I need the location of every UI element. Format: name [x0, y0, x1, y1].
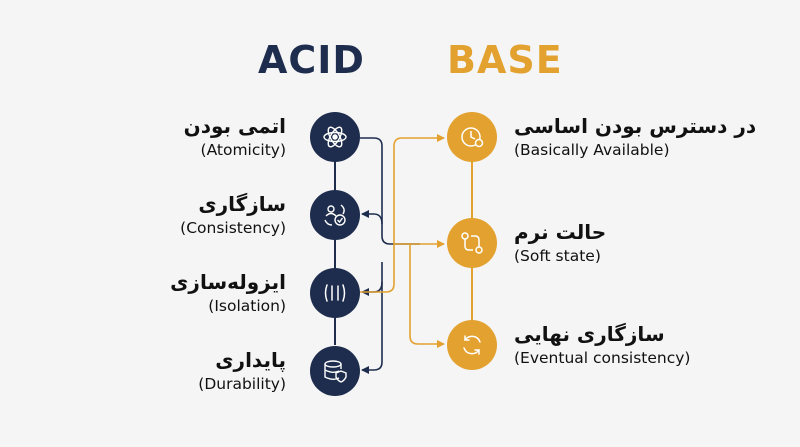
- atomicity-fa: اتمی بودن: [183, 114, 286, 138]
- consistency-en: (Consistency): [180, 219, 286, 237]
- soft-state-en: (Soft state): [514, 247, 601, 265]
- user-sync-check-icon: [324, 204, 346, 226]
- eventual-consistency-en: (Eventual consistency): [514, 349, 691, 367]
- consistency-node: [310, 190, 360, 240]
- clock-icon: [461, 127, 484, 148]
- atomicity-en: (Atomicity): [200, 141, 286, 159]
- durability-fa: پایداری: [215, 348, 286, 372]
- consistency-label: سازگاری (Consistency): [56, 191, 286, 239]
- state-transition-icon: [461, 232, 483, 254]
- acid-title: ACID: [258, 38, 365, 82]
- durability-label: پایداری (Durability): [56, 347, 286, 395]
- isolation-node: [310, 268, 360, 318]
- basically-available-en: (Basically Available): [514, 141, 670, 159]
- atomicity-node: [310, 112, 360, 162]
- isolation-label: ایزوله‌سازی (Isolation): [56, 269, 286, 317]
- isolation-fa: ایزوله‌سازی: [170, 270, 286, 294]
- soft-state-label: حالت نرم (Soft state): [514, 219, 774, 267]
- atom-icon: [323, 126, 347, 148]
- database-shield-icon: [324, 360, 347, 383]
- basically-available-label: در دسترس بودن اساسی (Basically Available…: [514, 113, 774, 161]
- eventual-consistency-label: سازگاری نهایی (Eventual consistency): [514, 321, 784, 369]
- atomicity-label: اتمی بودن (Atomicity): [56, 113, 286, 161]
- refresh-cycle-icon: [463, 335, 481, 355]
- isolated-bars-icon: [324, 284, 346, 302]
- base-title: BASE: [447, 38, 563, 82]
- isolation-en: (Isolation): [208, 297, 286, 315]
- durability-node: [310, 346, 360, 396]
- eventual-consistency-fa: سازگاری نهایی: [514, 322, 665, 346]
- soft-state-node: [447, 218, 497, 268]
- base-connectors: [360, 134, 445, 348]
- eventual-consistency-node: [447, 320, 497, 370]
- basically-available-fa: در دسترس بودن اساسی: [514, 114, 757, 138]
- consistency-fa: سازگاری: [198, 192, 286, 216]
- acid-connectors: [360, 137, 420, 374]
- durability-en: (Durability): [198, 375, 286, 393]
- basically-available-node: [447, 112, 497, 162]
- soft-state-fa: حالت نرم: [514, 220, 607, 244]
